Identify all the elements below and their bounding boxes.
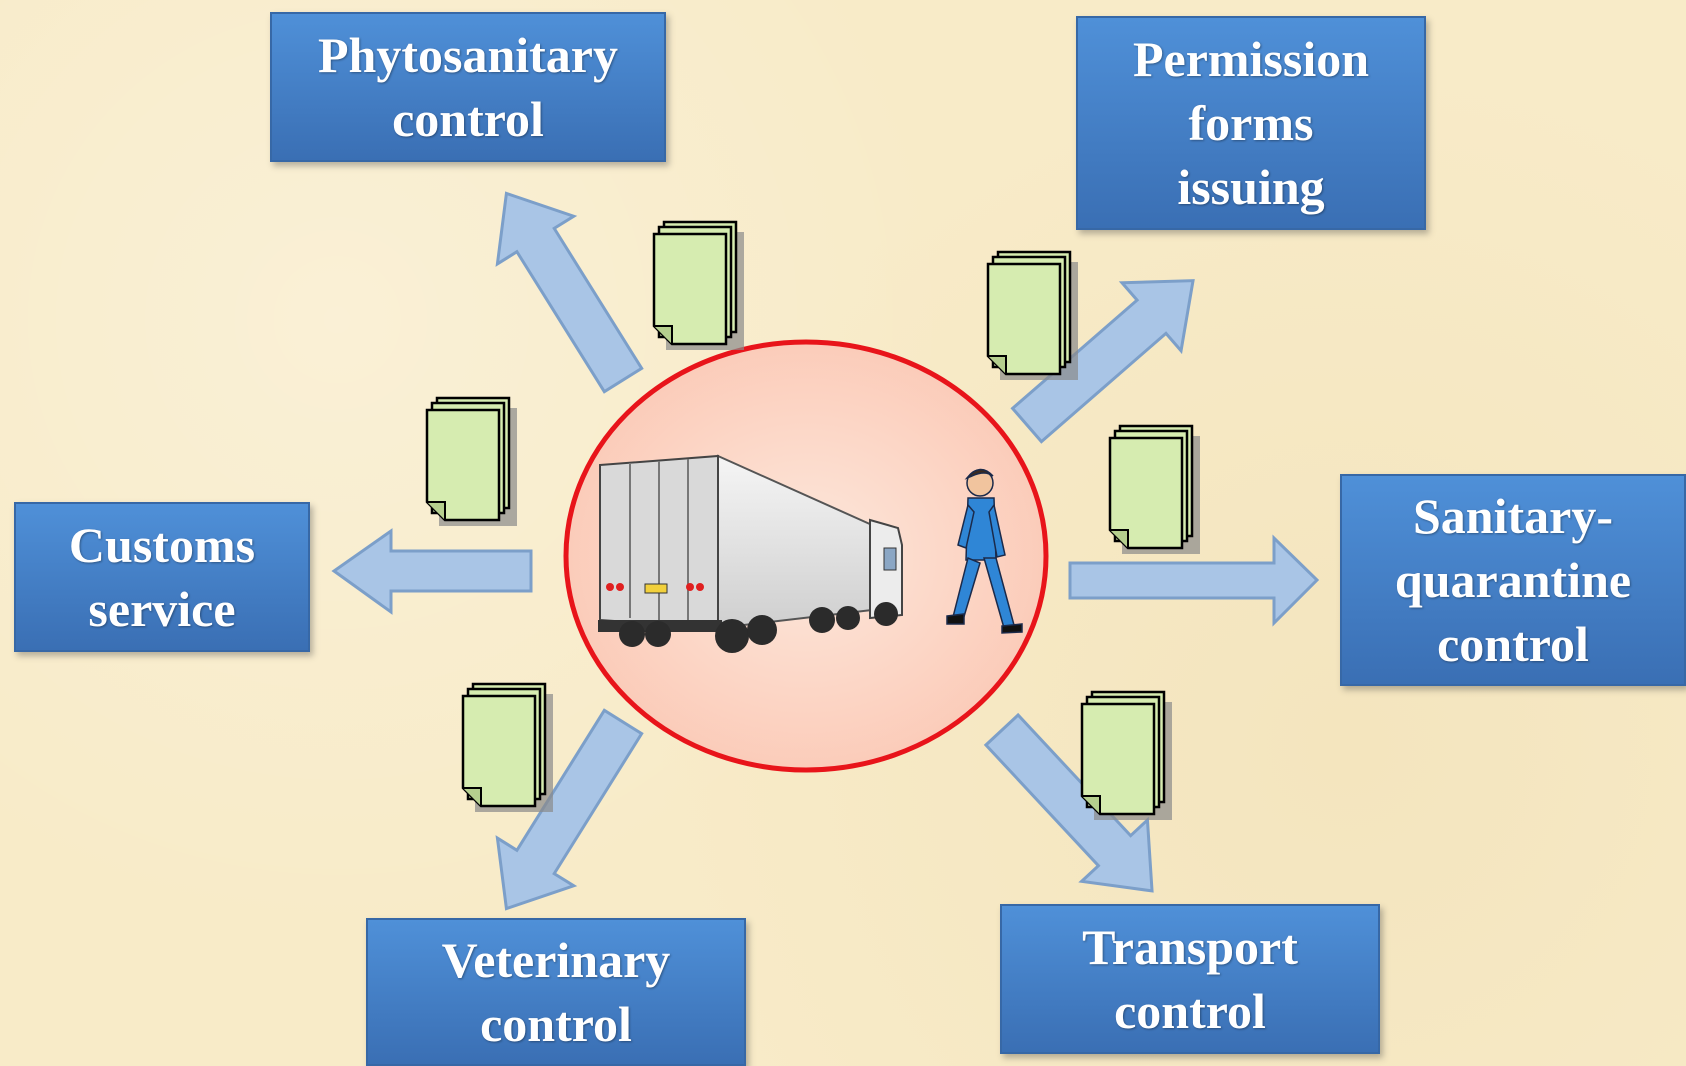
arrow-to-veterinary [495, 708, 644, 911]
transport-control-box: Transport control [1000, 904, 1380, 1054]
arrow-to-customs [331, 528, 533, 615]
veterinary-control-box: Veterinary control [366, 918, 746, 1066]
truck-illustration [598, 454, 903, 653]
document-stack-icon [652, 220, 746, 352]
document-stack-icon [986, 250, 1080, 382]
arrow-to-phytosanitary [495, 191, 644, 394]
phytosanitary-control-box: Phytosanitary control [270, 12, 666, 162]
document-stack-icon [425, 396, 519, 528]
arrow-to-transport [983, 712, 1154, 893]
customs-service-label: Customs service [68, 517, 256, 637]
veterinary-control-label: Veterinary control [441, 932, 671, 1052]
permission-forms-issuing-box: Permission forms issuing [1076, 16, 1426, 230]
permission-forms-issuing-label: Permission forms issuing [1132, 31, 1370, 215]
phytosanitary-control-label: Phytosanitary control [318, 27, 618, 147]
document-stack-icon [461, 682, 555, 814]
sanitary-quarantine-control-box: Sanitary- quarantine control [1340, 474, 1686, 686]
sanitary-quarantine-control-label: Sanitary- quarantine control [1394, 488, 1632, 672]
walking-man-illustration [946, 468, 1023, 634]
transport-control-label: Transport control [1082, 919, 1298, 1039]
arrow-to-permission [1010, 279, 1195, 444]
customs-service-box: Customs service [14, 502, 310, 652]
document-stack-icon [1080, 690, 1174, 822]
document-stack-icon [1108, 424, 1202, 556]
arrow-to-sanitary [1068, 534, 1320, 627]
